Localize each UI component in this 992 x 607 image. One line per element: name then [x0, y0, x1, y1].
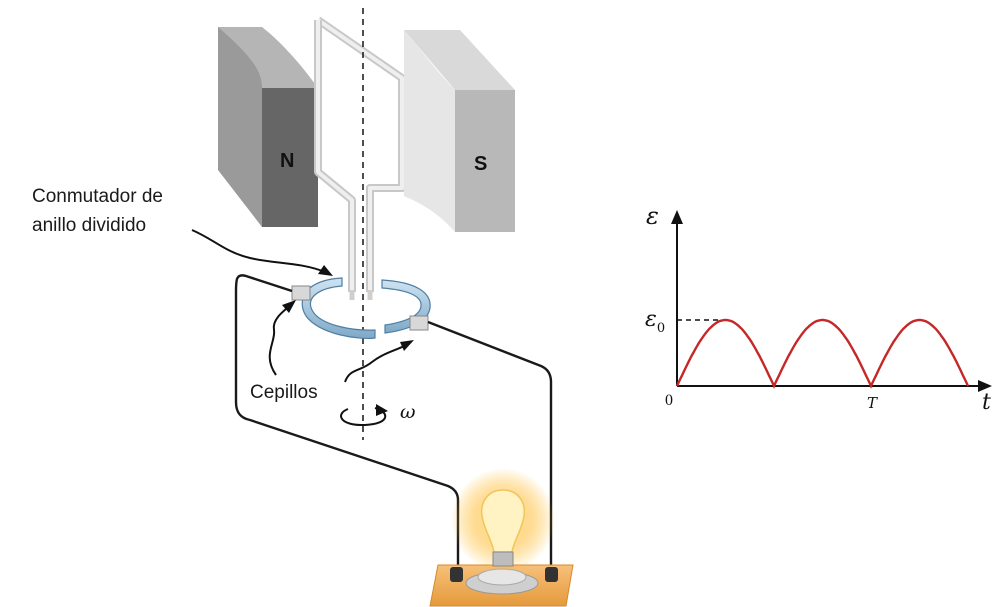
- terminal-right: [545, 567, 558, 582]
- commutator-label-line1: Conmutador de: [32, 186, 163, 207]
- y-axis-label: ε: [646, 202, 659, 230]
- emf-x-axis-arrowhead: [978, 380, 992, 392]
- emf-y-axis-arrowhead: [671, 210, 683, 224]
- north-pole-label: N: [280, 150, 294, 172]
- brush-pointer-right: [344, 343, 409, 383]
- brush-pointer-right-arrowhead: [400, 340, 414, 351]
- commutator-half-left: [301, 277, 376, 339]
- brush-pointer-left-arrowhead: [282, 300, 296, 313]
- south-magnet-curved-face: [404, 30, 455, 232]
- omega-symbol: ω: [400, 401, 416, 423]
- north-magnet: N: [218, 27, 318, 227]
- south-magnet-top: [404, 30, 515, 90]
- brush-pointer-left: [268, 303, 293, 376]
- south-magnet-front: [455, 90, 515, 232]
- wire-loop: [314, 16, 406, 292]
- brush-left: [291, 285, 311, 301]
- terminal-left: [450, 567, 463, 582]
- light-bulb-assembly: [429, 468, 574, 607]
- rectified-emf-curve: [675, 318, 970, 389]
- period-label: T: [867, 394, 878, 412]
- commutator-pointer: [191, 229, 326, 273]
- north-magnet-curved-face: [218, 27, 318, 88]
- circuit-wires: [234, 274, 553, 570]
- north-magnet-front-face: [218, 27, 262, 227]
- origin-label: 0: [665, 392, 673, 409]
- peak-label: ε0: [645, 307, 665, 336]
- rotation-indicator: ω: [340, 401, 416, 427]
- commutator-label-line2: anillo dividido: [32, 215, 146, 236]
- brush-right: [409, 315, 429, 331]
- commutator-pointer-arrowhead: [318, 265, 333, 276]
- peak-label-subscript: 0: [657, 321, 665, 336]
- x-axis-label: t: [982, 390, 991, 415]
- emf-graph: ε ε0 0 T t: [645, 202, 992, 415]
- peak-label-symbol: ε: [645, 307, 657, 332]
- south-magnet: S: [404, 30, 515, 232]
- south-pole-label: S: [474, 153, 487, 175]
- north-magnet-side: [262, 88, 318, 227]
- brushes-label: Cepillos: [250, 382, 318, 403]
